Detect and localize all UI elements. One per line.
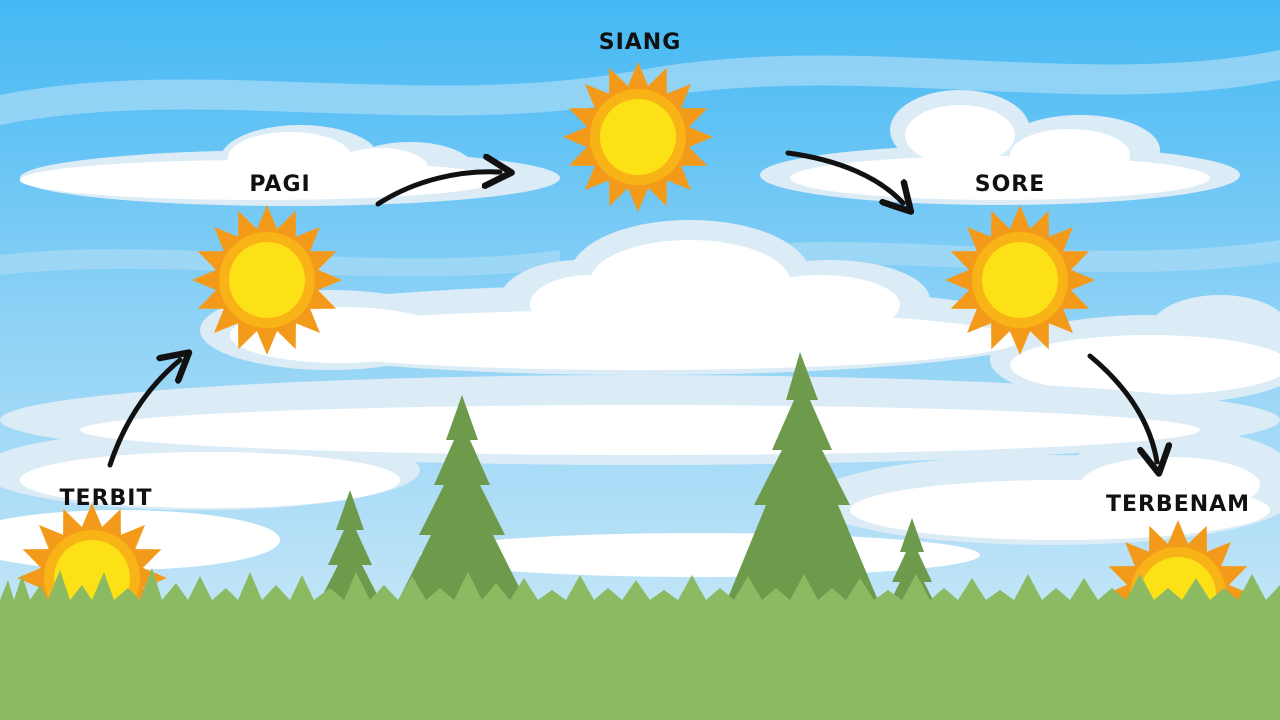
stage-label-pagi: PAGI <box>249 172 311 197</box>
cloud-icon <box>0 375 1280 577</box>
grass-icon <box>0 568 1280 720</box>
cloud-icon <box>200 220 1280 405</box>
sun-icon <box>945 205 1095 355</box>
arrow-icon <box>1087 353 1157 462</box>
sun-icon <box>192 205 342 355</box>
arrow-icon <box>375 172 500 207</box>
stage-label-terbenam: TERBENAM <box>1105 492 1251 517</box>
cloud-icon <box>20 125 560 206</box>
arrow-icon <box>785 150 903 203</box>
arrows-group <box>107 150 1157 468</box>
stage-label-siang: SIANG <box>598 30 682 55</box>
tree-icon <box>725 352 880 605</box>
tree-icon <box>882 518 942 618</box>
arrow-icon <box>107 360 180 468</box>
tree-icon <box>396 395 528 605</box>
tree-icon <box>315 490 385 610</box>
stage-label-sore: SORE <box>974 172 1046 197</box>
sun-icon <box>563 62 713 212</box>
stage-label-terbit: TERBIT <box>59 486 153 511</box>
